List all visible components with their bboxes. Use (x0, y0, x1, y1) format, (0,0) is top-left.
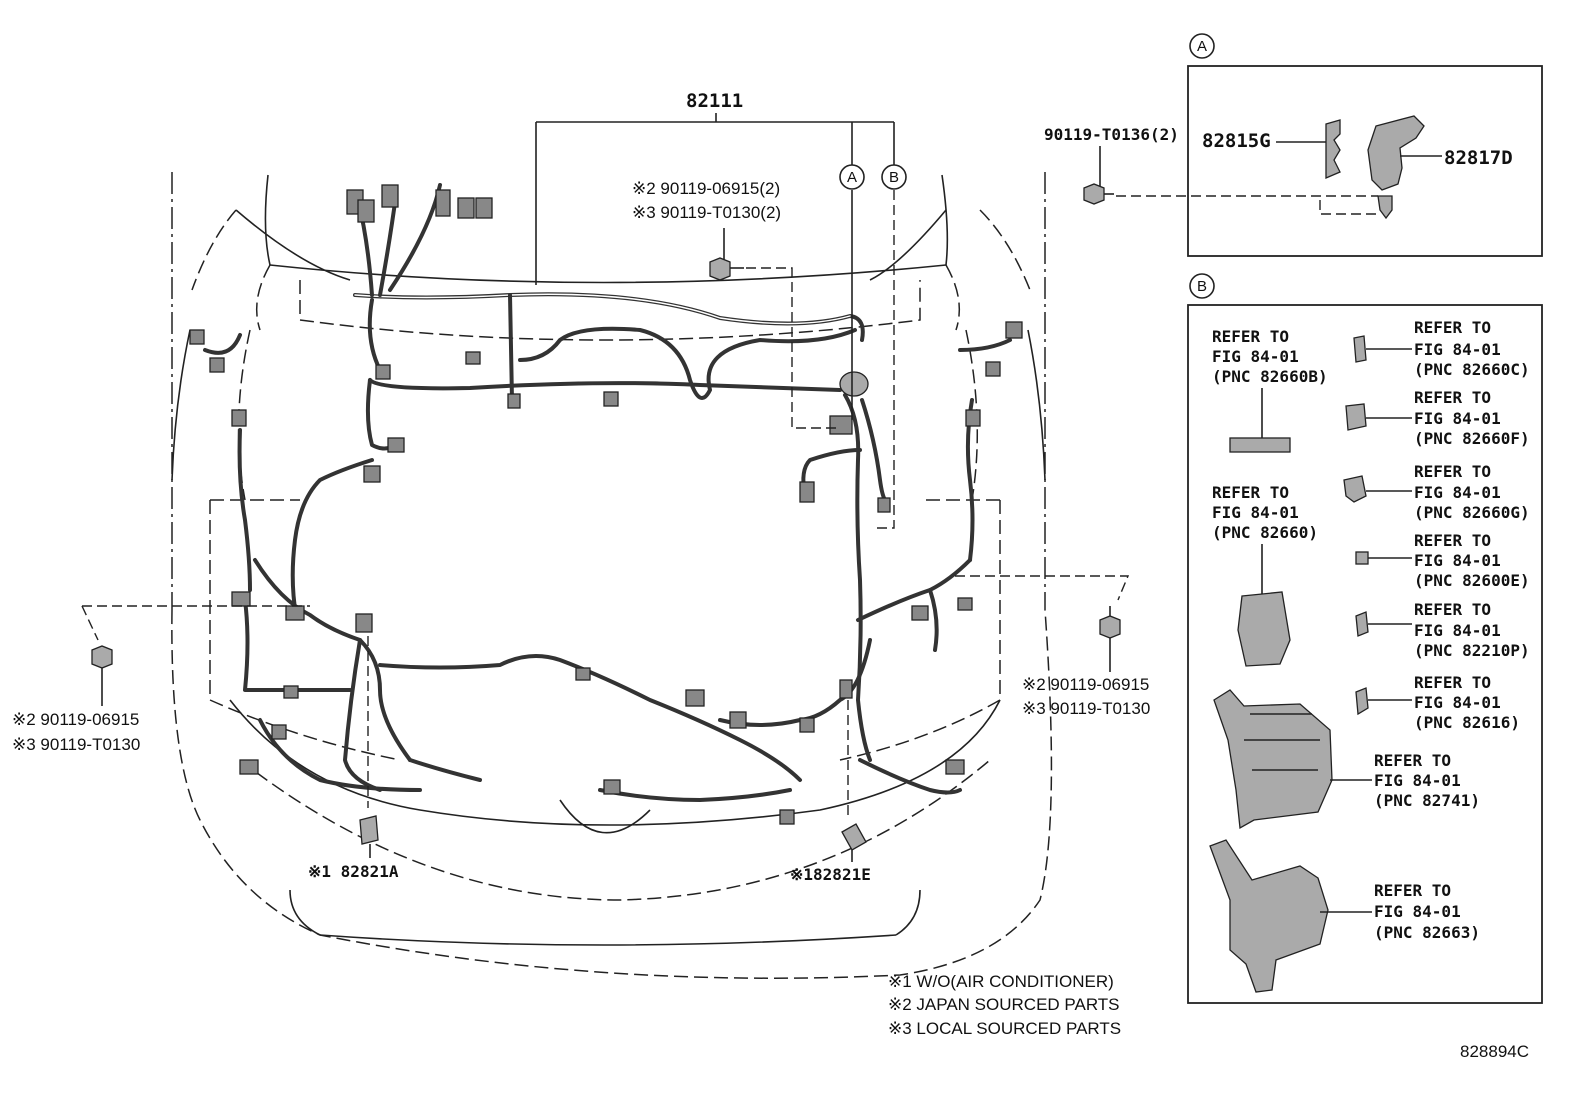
footnotes: ※1 W/O(AIR CONDITIONER) ※2 JAPAN SOURCED… (888, 972, 1121, 1038)
ref-line3: (PNC 82660C) (1414, 360, 1530, 379)
ref-82660g: REFER TO FIG 84-01 (PNC 82660G) (1343, 462, 1530, 522)
detail-a-title: A (1197, 38, 1207, 55)
figure-code: 828894C (1460, 1042, 1529, 1061)
ref-82660: REFER TO FIG 84-01 (PNC 82660) (1212, 483, 1318, 667)
ref-line1: REFER TO (1212, 327, 1289, 346)
ref-line3: (PNC 82600E) (1414, 571, 1530, 590)
ref-82616: REFER TO FIG 84-01 (PNC 82616) (1355, 673, 1520, 732)
left-bolt-code-2: ※3 90119-T0130 (12, 735, 140, 754)
ref-line2: FIG 84-01 (1374, 902, 1461, 921)
detail-a: A 90119-T0136(2) 82815G 82817D (1044, 33, 1543, 257)
ref-line1: REFER TO (1414, 462, 1491, 481)
ref-line2: FIG 84-01 (1374, 771, 1461, 790)
note-3: ※3 LOCAL SOURCED PARTS (888, 1019, 1121, 1038)
ref-line3: (PNC 82741) (1374, 791, 1480, 810)
ref-line2: FIG 84-01 (1414, 340, 1501, 359)
ref-line3: (PNC 82660F) (1414, 429, 1530, 448)
ref-82660c: REFER TO FIG 84-01 (PNC 82660C) (1353, 318, 1530, 379)
bracket-left-label: ※1 82821A (308, 862, 399, 881)
ref-line1: REFER TO (1414, 318, 1491, 337)
bracket-82821e: ※182821E (790, 700, 871, 884)
grommet (839, 371, 869, 397)
bracket-82821a: ※1 82821A (308, 636, 399, 881)
ref-line2: FIG 84-01 (1212, 347, 1299, 366)
top-bolt: ※2 90119-06915(2) ※3 90119-T0130(2) (632, 179, 838, 429)
left-bolt: ※2 90119-06915 ※3 90119-T0130 (12, 605, 310, 754)
detail-b: B REFER TO FIG 84-01 (PNC 82660B) REFER … (1187, 273, 1543, 1004)
ref-line2: FIG 84-01 (1212, 503, 1299, 522)
top-bolt-code-2: ※3 90119-T0130(2) (632, 203, 781, 222)
ref-82600e: REFER TO FIG 84-01 (PNC 82600E) (1355, 531, 1530, 590)
detail-a-bolt-code: 90119-T0136(2) (1044, 125, 1179, 144)
ref-line1: REFER TO (1414, 673, 1491, 692)
vehicle-outline (171, 172, 1053, 979)
detail-a-part-left: 82815G (1202, 130, 1271, 152)
detail-b-title: B (1197, 278, 1207, 295)
ref-line2: FIG 84-01 (1414, 551, 1501, 570)
ref-line1: REFER TO (1374, 881, 1451, 900)
bracket-right-label: ※182821E (790, 865, 871, 884)
left-bolt-code-1: ※2 90119-06915 (12, 710, 139, 729)
callout-a-marker: A (847, 169, 857, 186)
note-1: ※1 W/O(AIR CONDITIONER) (888, 972, 1114, 991)
ref-line1: REFER TO (1414, 600, 1491, 619)
harness-callout: 82111 A B (535, 90, 907, 529)
ref-82660b: REFER TO FIG 84-01 (PNC 82660B) (1212, 327, 1328, 453)
top-bolt-code-1: ※2 90119-06915(2) (632, 179, 780, 198)
ref-line2: FIG 84-01 (1414, 483, 1501, 502)
ref-82210p: REFER TO FIG 84-01 (PNC 82210P) (1355, 600, 1530, 660)
ref-82741: REFER TO FIG 84-01 (PNC 82741) (1213, 689, 1480, 830)
ref-line2: FIG 84-01 (1414, 693, 1501, 712)
ref-82660f: REFER TO FIG 84-01 (PNC 82660F) (1345, 388, 1530, 448)
ref-82663: REFER TO FIG 84-01 (PNC 82663) (1209, 839, 1480, 993)
ref-line3: (PNC 82210P) (1414, 641, 1530, 660)
ref-line3: (PNC 82663) (1374, 923, 1480, 942)
ref-line3: (PNC 82660) (1212, 523, 1318, 542)
detail-a-part-right: 82817D (1444, 147, 1513, 169)
ref-line3: (PNC 82660B) (1212, 367, 1328, 386)
harness-label: 82111 (686, 90, 743, 112)
callout-b-marker: B (889, 169, 899, 186)
harness-connectors (189, 184, 1023, 825)
ref-line3: (PNC 82660G) (1414, 503, 1530, 522)
right-bolt-code-2: ※3 90119-T0130 (1022, 699, 1150, 718)
wire-harness-82111 (203, 183, 1012, 802)
ref-line1: REFER TO (1212, 483, 1289, 502)
note-2: ※2 JAPAN SOURCED PARTS (888, 995, 1120, 1014)
ref-line1: REFER TO (1414, 531, 1491, 550)
ref-line2: FIG 84-01 (1414, 409, 1501, 428)
ref-line1: REFER TO (1414, 388, 1491, 407)
ref-line1: REFER TO (1374, 751, 1451, 770)
right-bolt: ※2 90119-06915 ※3 90119-T0130 (955, 575, 1150, 718)
ref-line2: FIG 84-01 (1414, 621, 1501, 640)
ref-line3: (PNC 82616) (1414, 713, 1520, 732)
right-bolt-code-1: ※2 90119-06915 (1022, 675, 1149, 694)
